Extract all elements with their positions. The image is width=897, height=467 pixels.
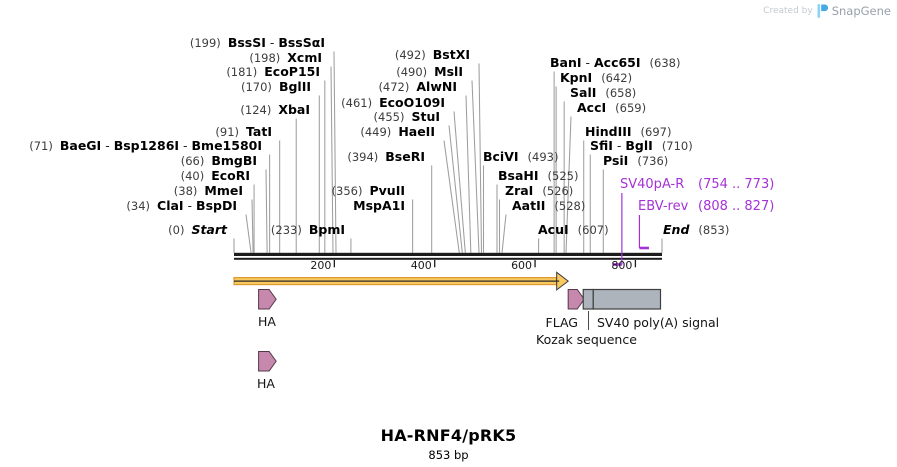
watermark: Created by SnapGene — [763, 4, 891, 18]
enzyme-site-label[interactable]: (472)AlwNI — [378, 79, 457, 95]
enzyme-site-label[interactable]: AccI(659) — [577, 100, 647, 116]
enzyme-site-label[interactable]: (198)XcmI — [249, 50, 322, 66]
feature-label[interactable]: HA — [258, 313, 276, 329]
restriction-site-leader-line — [448, 125, 463, 253]
feature-label[interactable]: SV40 poly(A) signal — [597, 315, 720, 330]
primer-range-label: (754 .. 773) — [698, 177, 775, 192]
axis-tick-label: 800 — [611, 259, 633, 273]
watermark-brand: SnapGene — [831, 4, 891, 18]
feature-ha[interactable] — [258, 289, 277, 310]
axis-tick-label: 400 — [410, 259, 432, 273]
restriction-site-leader-line — [251, 199, 254, 253]
enzyme-site-label[interactable]: SfiI - BglI(710) — [590, 138, 693, 154]
enzyme-site-label[interactable]: BanI - Acc65I(638) — [550, 55, 681, 71]
start-label[interactable]: (0)Start — [168, 222, 227, 238]
enzyme-site-label[interactable]: (356)PvuII — [331, 183, 405, 199]
feature-label[interactable]: Kozak sequence — [536, 331, 637, 347]
feature-sv40-poly-a-signal[interactable] — [592, 288, 662, 310]
enzyme-site-label[interactable]: HindIII(697) — [585, 124, 672, 140]
restriction-site-leader-line — [245, 214, 252, 253]
enzyme-site-label[interactable]: AatII(528) — [512, 198, 586, 214]
axis-tick-label: 200 — [310, 259, 332, 273]
feature-kozak-sequence[interactable] — [582, 288, 594, 310]
enzyme-site-label[interactable]: (449)HaeII — [360, 124, 435, 140]
sequence-bar-top-strand — [234, 252, 662, 256]
feature-flag[interactable] — [567, 289, 585, 310]
enzyme-site-label[interactable]: (492)BstXI — [394, 47, 470, 63]
enzyme-site-label[interactable]: (455)StuI — [373, 109, 440, 125]
enzyme-site-label[interactable]: (40)EcoRI — [180, 168, 250, 184]
snapgene-logo-icon — [817, 4, 828, 18]
enzyme-site-label[interactable]: (199)BssSI - BssSαI — [189, 35, 325, 51]
enzyme-site-label[interactable]: (124)XbaI — [240, 102, 310, 118]
feature-ha[interactable] — [258, 351, 277, 372]
restriction-site-leader-line — [330, 66, 334, 253]
enzyme-site-label[interactable]: SalI(658) — [570, 85, 637, 101]
sequence-bar-bottom-strand — [234, 257, 662, 260]
restriction-site-leader-line — [478, 63, 483, 253]
enzyme-site-label[interactable]: BciVI(493) — [483, 149, 559, 165]
feature-label[interactable]: FLAG — [545, 315, 578, 330]
primer-range-label: (808 .. 827) — [698, 199, 775, 214]
enzyme-site-label[interactable]: PsiI(736) — [603, 153, 669, 169]
enzyme-site-label[interactable]: MspA1I — [353, 198, 405, 213]
enzyme-site-label[interactable]: (181)EcoP15I — [226, 64, 320, 80]
enzyme-site-label[interactable]: (91)TatI — [215, 124, 272, 140]
enzyme-site-label[interactable]: (233)BpmI — [270, 222, 345, 238]
restriction-site-leader-line — [443, 140, 460, 253]
restriction-site-leader-line — [333, 51, 337, 253]
enzyme-site-label[interactable]: AcuI(607) — [538, 222, 609, 238]
enzyme-site-label[interactable]: BsaHI(525) — [498, 168, 579, 184]
enzyme-site-label[interactable]: ZraI(526) — [505, 183, 574, 199]
restriction-site-leader-line — [265, 169, 268, 253]
restriction-site-leader-line — [453, 111, 466, 253]
axis-tick-label: 600 — [511, 259, 533, 273]
enzyme-site-label[interactable]: (34)ClaI - BspDI — [126, 198, 237, 214]
plasmid-title: HA-RNF4/pRK5 — [380, 426, 517, 445]
restriction-site-leader-line — [471, 80, 480, 253]
primer-label[interactable]: EBV-rev — [638, 199, 689, 214]
restriction-site-leader-line — [565, 116, 572, 253]
enzyme-site-label[interactable]: (461)EcoO109I — [341, 95, 445, 111]
end-label[interactable]: End(853) — [663, 222, 730, 238]
restriction-site-leader-line — [501, 214, 507, 253]
enzyme-site-label[interactable]: (170)BglII — [241, 79, 311, 95]
enzyme-site-label[interactable]: (71)BaeGI - Bsp1286I - Bme1580I — [29, 138, 262, 154]
plasmid-title-block: HA-RNF4/pRK5 853 bp — [0, 426, 897, 462]
enzyme-site-label[interactable]: KpnI(642) — [560, 70, 633, 86]
enzyme-site-label[interactable]: (66)BmgBI — [180, 153, 257, 169]
watermark-created-by: Created by — [763, 6, 813, 16]
feature-label[interactable]: HA — [257, 375, 275, 391]
restriction-site-leader-line — [465, 95, 472, 253]
enzyme-site-label[interactable]: (394)BseRI — [347, 149, 425, 165]
enzyme-site-label[interactable]: (38)MmeI — [173, 183, 243, 199]
enzyme-site-label[interactable]: (490)MslI — [396, 64, 463, 80]
plasmid-length: 853 bp — [428, 448, 469, 462]
primer-label[interactable]: SV40pA-R — [620, 177, 685, 192]
